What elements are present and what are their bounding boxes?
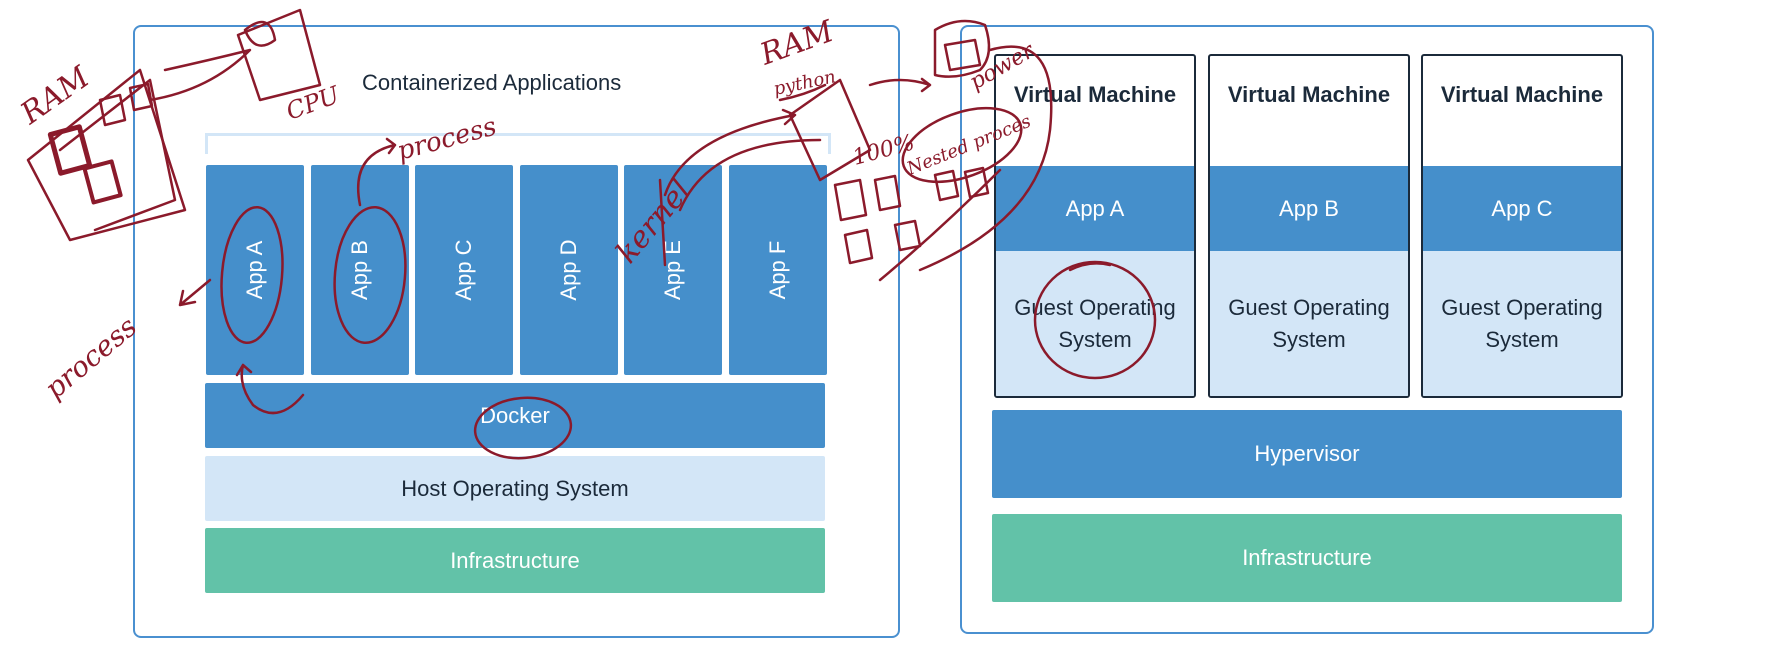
app-a-circle <box>220 205 284 345</box>
annotation-process-top: process <box>394 112 500 167</box>
kernel-link <box>868 77 932 93</box>
hypervisor-layer: Hypervisor <box>992 410 1622 498</box>
small-box <box>873 174 902 212</box>
process-arrow-left <box>178 278 212 307</box>
docker-layer: Docker <box>205 383 825 448</box>
app-d-container: App D <box>520 165 618 375</box>
annotation-kernel: kernel <box>609 173 698 270</box>
app-b-circle <box>333 205 407 345</box>
annotation-python: python <box>772 66 838 100</box>
containers-title: Containerized Applications <box>362 70 622 95</box>
cpu-chip <box>243 20 277 47</box>
vms-infrastructure-layer: Infrastructure <box>992 514 1622 602</box>
nested-process-circle <box>901 106 1023 184</box>
vm-title: Virtual Machine <box>1440 82 1604 107</box>
small-box <box>833 178 868 222</box>
arrow-to-app-e <box>663 108 822 212</box>
apps-bracket <box>205 133 831 154</box>
app-f-container: App F <box>729 165 827 375</box>
cpu-box-sketch <box>236 8 322 102</box>
vm-app: App B <box>1210 166 1408 251</box>
virtual-machine-a: Virtual Machine App A Guest Operating Sy… <box>994 54 1196 398</box>
kernel-box-inner <box>943 38 982 72</box>
vm-title: Virtual Machine <box>1227 82 1391 107</box>
small-box <box>963 166 990 199</box>
python-box <box>778 83 827 102</box>
vm-title: Virtual Machine <box>1013 82 1177 107</box>
containers-infrastructure-layer: Infrastructure <box>205 528 825 593</box>
kernel-box <box>933 19 991 78</box>
small-box <box>98 93 127 127</box>
curved-arrow <box>235 363 305 415</box>
small-box <box>893 219 922 252</box>
ram-chip <box>82 159 123 205</box>
docker-circle <box>473 396 573 460</box>
annotation-ram-right: RAM <box>755 14 840 73</box>
small-box <box>128 82 154 112</box>
annotation-ram-left: RAM <box>14 59 97 132</box>
annotation-process-left: process <box>38 310 143 405</box>
vm-guest-os: Guest Operating System <box>1423 251 1621 396</box>
ram-box-inner <box>58 78 177 232</box>
vm-guest-os: Guest Operating System <box>1210 251 1408 396</box>
virtual-machine-b: Virtual Machine App B Guest Operating Sy… <box>1208 54 1410 398</box>
guest-os-circle <box>1033 260 1157 380</box>
virtual-machine-c: Virtual Machine App C Guest Operating Sy… <box>1421 54 1623 398</box>
annotation-cpu: CPU <box>282 80 343 125</box>
small-box <box>933 169 960 202</box>
guest-os-tick <box>1068 262 1112 272</box>
process-arrow-top <box>356 137 397 207</box>
vm-app: App A <box>996 166 1194 251</box>
app-c-container: App C <box>415 165 513 375</box>
cpu-link <box>148 48 252 102</box>
ram-box-right <box>788 78 872 182</box>
vm-app: App C <box>1423 166 1621 251</box>
app-e-stroke <box>658 178 667 267</box>
host-os-layer: Host Operating System <box>205 456 825 521</box>
ram-chip <box>47 124 93 176</box>
small-box <box>843 228 874 265</box>
vm-guest-os: Guest Operating System <box>996 251 1194 396</box>
app-e-container: App E <box>624 165 722 375</box>
